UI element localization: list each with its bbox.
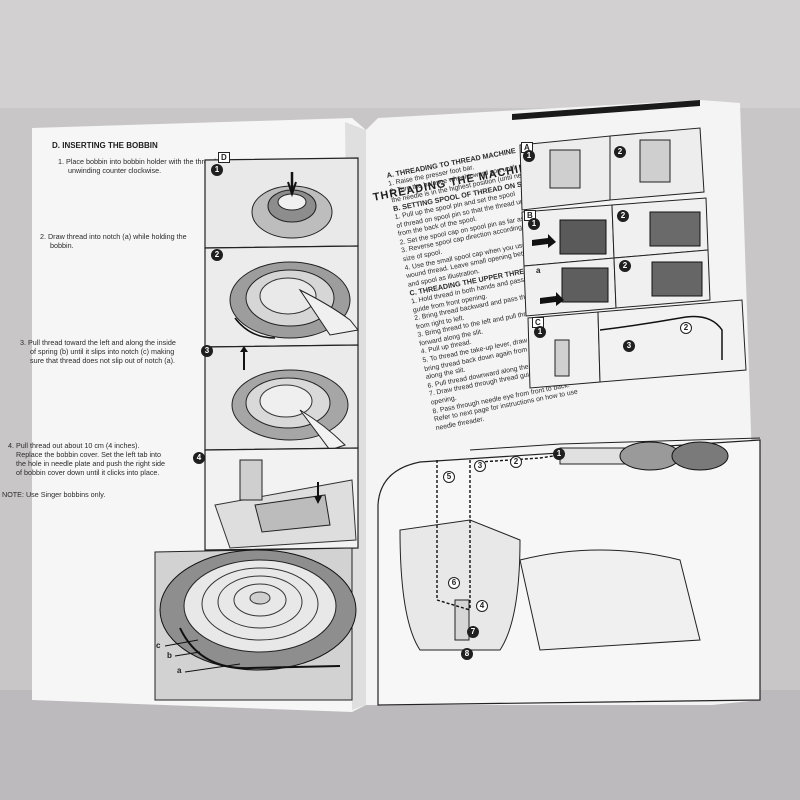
- panel-c-step-2: 2: [680, 322, 692, 334]
- panel-b-step-1: 1: [528, 218, 540, 230]
- panel-a-step-1: 1: [523, 150, 535, 162]
- machine-step-6: 6: [448, 577, 460, 589]
- machine-step-1: 1: [553, 448, 565, 460]
- panel-c-step-3: 3: [623, 340, 635, 352]
- panel-b-step-3: 2: [619, 260, 631, 272]
- machine-step-7: 7: [467, 626, 479, 638]
- machine-drawing: [378, 438, 760, 705]
- figure-panel-b: [522, 198, 710, 316]
- machine-step-2: 2: [510, 456, 522, 468]
- figure-sublabel-a: a: [536, 266, 540, 275]
- machine-step-5: 5: [443, 471, 455, 483]
- panel-c-step-1: 1: [534, 326, 546, 338]
- panel-b-step-2: 2: [617, 210, 629, 222]
- machine-step-8: 8: [461, 648, 473, 660]
- panel-a-step-2: 2: [614, 146, 626, 158]
- machine-step-3: 3: [474, 460, 486, 472]
- figure-panel-a: [520, 128, 704, 210]
- machine-step-4: 4: [476, 600, 488, 612]
